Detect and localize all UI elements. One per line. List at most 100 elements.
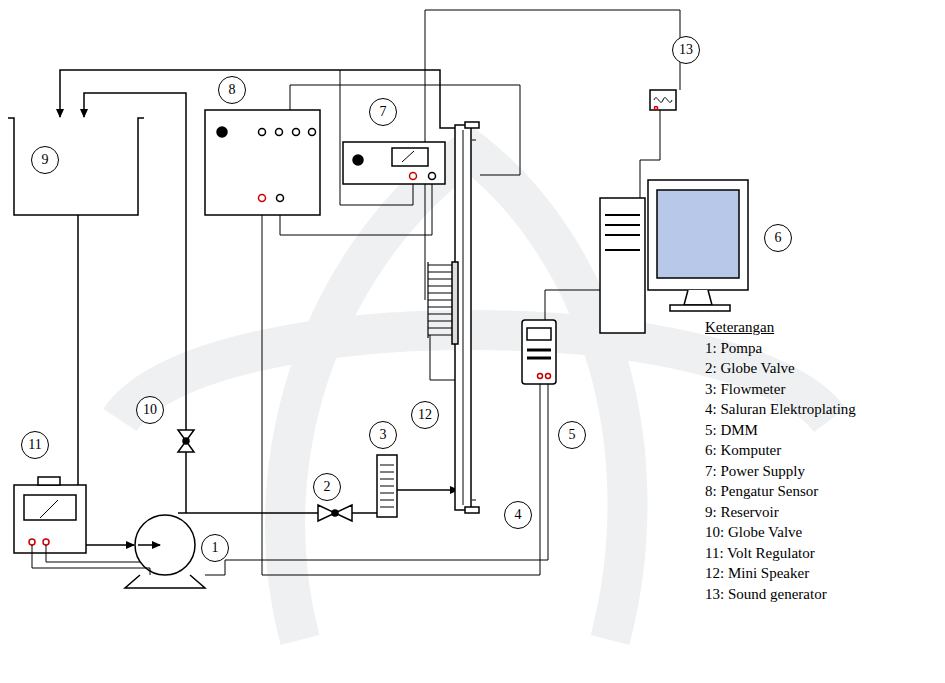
volt-regulator xyxy=(14,485,86,553)
callout-circle: 10 xyxy=(136,396,164,424)
globe-valve xyxy=(178,430,352,521)
mini-speaker xyxy=(428,265,452,335)
pump xyxy=(135,515,195,575)
legend-item: 4: Saluran Elektroplating xyxy=(705,400,856,418)
callout-number: 8 xyxy=(229,83,236,97)
callout-circle: 6 xyxy=(764,224,792,252)
dmm xyxy=(538,374,543,379)
computer xyxy=(648,180,748,290)
dmm xyxy=(522,320,556,384)
sensor-controller xyxy=(259,129,266,136)
sensor-controller xyxy=(217,127,227,137)
mini-speaker xyxy=(428,262,452,338)
callout-circle: 9 xyxy=(31,146,59,174)
callout-number: 9 xyxy=(42,153,49,167)
volt-regulator xyxy=(40,500,58,518)
wire xyxy=(32,10,680,575)
power-supply xyxy=(402,151,414,162)
electroplating-channel xyxy=(465,507,479,513)
pipe xyxy=(60,70,458,545)
legend-item: 5: DMM xyxy=(705,421,758,439)
dmm xyxy=(546,374,551,379)
sensor-controller xyxy=(276,129,283,136)
power-supply xyxy=(343,142,445,184)
volt-regulator xyxy=(24,495,76,520)
sensor-controller xyxy=(293,129,300,136)
callout-number: 7 xyxy=(380,105,387,119)
legend-item: 8: Pengatur Sensor xyxy=(705,482,818,500)
power-supply xyxy=(343,142,445,184)
legend-item: 7: Power Supply xyxy=(705,462,805,480)
computer xyxy=(600,180,748,333)
flowmeter xyxy=(380,465,394,507)
callout-number: 10 xyxy=(143,403,157,417)
pump xyxy=(125,513,205,588)
dmm xyxy=(527,328,551,340)
sensor-controller xyxy=(259,195,266,202)
callout-number: 5 xyxy=(569,428,576,442)
callout-circle: 13 xyxy=(672,36,700,64)
sound-generator xyxy=(650,90,676,110)
pipe xyxy=(352,512,377,514)
sensor-controller xyxy=(205,110,320,215)
reservoir xyxy=(8,118,144,215)
legend-item: 6: Komputer xyxy=(705,441,781,459)
dmm xyxy=(522,320,556,384)
legend-item: 12: Mini Speaker xyxy=(705,564,809,582)
legend-item: 2: Globe Valve xyxy=(705,359,795,377)
callout-circle: 4 xyxy=(504,501,532,529)
callout-circle: 12 xyxy=(411,401,439,429)
volt-regulator xyxy=(43,539,49,545)
computer xyxy=(684,290,712,305)
callout-circle: 11 xyxy=(21,431,49,459)
volt-regulator xyxy=(29,539,35,545)
electroplating-channel xyxy=(452,122,479,513)
globe-valve xyxy=(178,430,194,452)
sensor-controller xyxy=(309,129,316,136)
globe-valve xyxy=(318,505,352,521)
callout-circle: 5 xyxy=(558,421,586,449)
pipe xyxy=(84,93,186,430)
mini-speaker xyxy=(427,262,428,338)
callout-number: 6 xyxy=(775,231,782,245)
callout-number: 12 xyxy=(418,408,432,422)
pump xyxy=(178,512,186,514)
wire xyxy=(46,545,140,562)
legend-item: 10: Globe Valve xyxy=(705,523,802,541)
globe-valve xyxy=(183,438,189,444)
legend-heading: Keterangan xyxy=(705,318,774,336)
power-supply xyxy=(353,155,363,165)
wire xyxy=(32,545,150,575)
legend-item: 1: Pompa xyxy=(705,339,762,357)
electroplating-channel xyxy=(452,262,458,344)
pump xyxy=(138,544,160,546)
pipe xyxy=(185,452,187,513)
callout-circle: 2 xyxy=(313,473,341,501)
legend-item: 11: Volt Regulator xyxy=(705,544,815,562)
power-supply xyxy=(392,148,428,166)
flowmeter xyxy=(377,455,397,517)
electroplating-channel xyxy=(472,140,476,500)
power-supply xyxy=(410,173,417,180)
pipe xyxy=(397,489,458,491)
globe-valve xyxy=(332,510,338,516)
sensor-controller xyxy=(277,195,284,202)
callout-number: 3 xyxy=(380,428,387,442)
wire xyxy=(262,200,540,575)
electroplating-channel xyxy=(465,122,479,128)
callout-circle: 1 xyxy=(201,534,229,562)
callout-circle: 7 xyxy=(369,98,397,126)
callout-number: 4 xyxy=(515,508,522,522)
power-supply xyxy=(429,173,436,180)
callout-number: 1 xyxy=(212,541,219,555)
sound-generator xyxy=(650,90,676,110)
legend-item: 3: Flowmeter xyxy=(705,380,785,398)
callout-number: 11 xyxy=(28,438,41,452)
sensor-controller xyxy=(205,110,320,215)
callout-number: 13 xyxy=(679,43,693,57)
pump xyxy=(125,575,205,588)
sound-generator xyxy=(654,98,672,103)
computer xyxy=(670,305,730,311)
legend-item: 9: Reservoir xyxy=(705,503,779,521)
